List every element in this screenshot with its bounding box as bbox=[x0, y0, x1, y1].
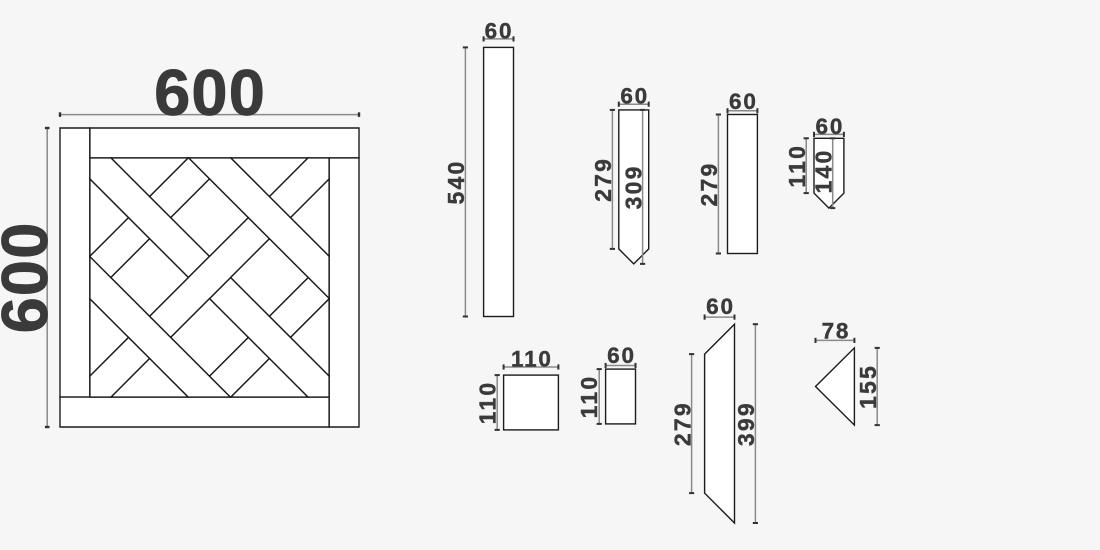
svg-text:60: 60 bbox=[729, 89, 758, 114]
svg-text:399: 399 bbox=[733, 401, 759, 446]
svg-text:279: 279 bbox=[669, 401, 695, 446]
svg-text:155: 155 bbox=[855, 364, 881, 409]
svg-text:279: 279 bbox=[696, 162, 722, 207]
svg-text:110: 110 bbox=[784, 144, 810, 188]
svg-text:140: 140 bbox=[810, 149, 836, 194]
svg-text:600: 600 bbox=[154, 56, 266, 129]
svg-text:110: 110 bbox=[475, 381, 501, 425]
svg-text:110: 110 bbox=[576, 375, 602, 419]
svg-text:60: 60 bbox=[607, 343, 636, 368]
svg-text:309: 309 bbox=[620, 164, 646, 209]
svg-text:600: 600 bbox=[0, 221, 61, 333]
svg-text:60: 60 bbox=[816, 114, 845, 139]
svg-text:78: 78 bbox=[822, 318, 851, 343]
svg-text:540: 540 bbox=[443, 160, 469, 205]
svg-text:60: 60 bbox=[485, 18, 514, 43]
svg-text:60: 60 bbox=[706, 294, 735, 319]
svg-text:60: 60 bbox=[620, 84, 649, 109]
svg-text:279: 279 bbox=[590, 157, 616, 202]
svg-text:110: 110 bbox=[511, 346, 553, 371]
